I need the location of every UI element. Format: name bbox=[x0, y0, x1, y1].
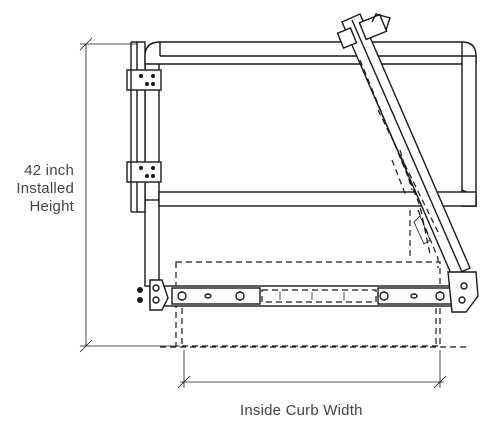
gate-arm bbox=[336, 13, 479, 313]
height-label-line-2: Installed bbox=[16, 180, 74, 197]
base-plate bbox=[149, 285, 469, 307]
top-rail bbox=[144, 41, 477, 65]
mid-rail bbox=[145, 191, 477, 207]
height-dimension bbox=[79, 37, 180, 353]
upper-clamp bbox=[126, 69, 162, 91]
installed-height-label: 42 inch Installed Height bbox=[6, 162, 74, 216]
middle-clamp bbox=[126, 161, 162, 183]
height-label-line-1: 42 inch bbox=[24, 162, 74, 179]
width-dimension bbox=[177, 350, 447, 389]
height-label-line-3: Height bbox=[29, 198, 74, 215]
right-post bbox=[461, 55, 477, 207]
gate-hinge bbox=[391, 149, 431, 245]
inside-curb-width-label: Inside Curb Width bbox=[240, 402, 363, 419]
